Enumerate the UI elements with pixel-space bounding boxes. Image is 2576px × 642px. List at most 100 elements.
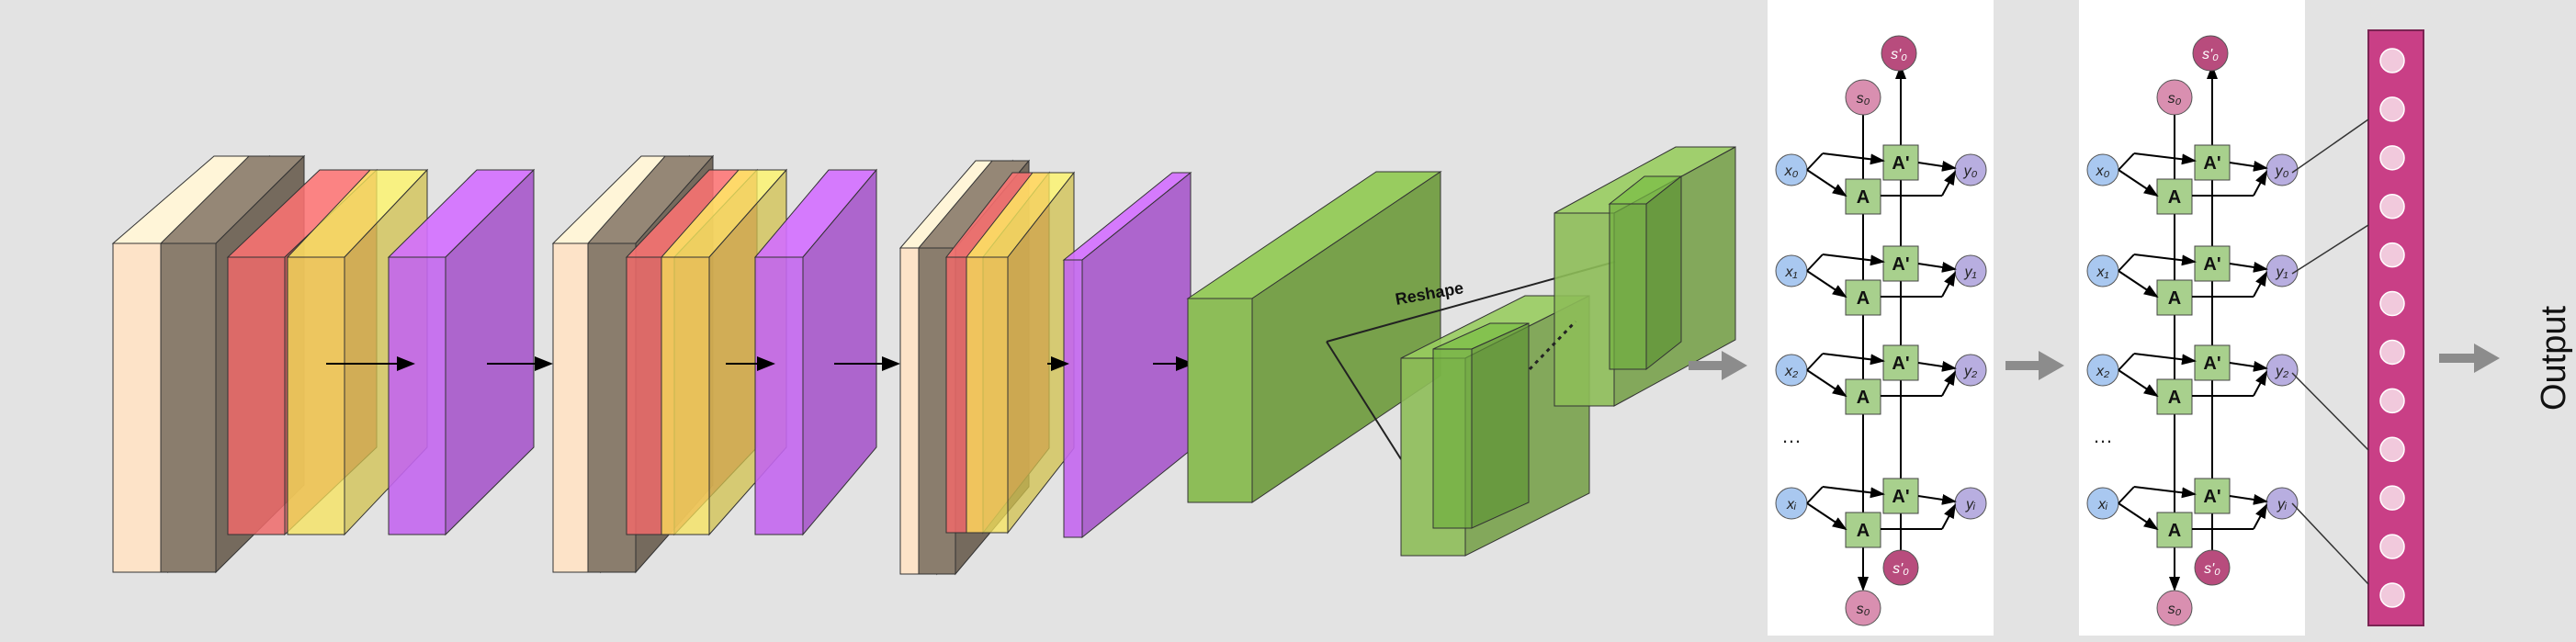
cell-r-0-1-label: A': [1892, 254, 1909, 275]
x-branch-1-2: [2118, 353, 2135, 371]
cell-a-1-0: A: [2156, 178, 2193, 215]
cell-r-0-1-rect: [1882, 245, 1919, 282]
x-to-r-0-3: [1822, 486, 1885, 499]
input-slab-1-front: [112, 242, 169, 573]
cell-a-1-2: A: [2156, 378, 2193, 415]
conv-yellow-3-front: [966, 256, 1009, 534]
cell-r-1-2-label: A': [2203, 354, 2220, 374]
node-y-1-0-label: y₀: [2275, 163, 2289, 179]
node-x-1-3: xᵢ: [2086, 487, 2119, 520]
node-x-0-2-label: x₂: [1784, 364, 1798, 379]
node-y-0-0: y₀: [1954, 153, 1987, 186]
output-node-4: [2379, 242, 2405, 268]
reshape-inner-a-side: [1471, 322, 1530, 529]
cell-a-0-3: A: [1845, 512, 1881, 548]
output-node-5: [2379, 290, 2405, 317]
x-to-r-1-3: [2133, 486, 2197, 499]
node-s-top-in-0-label: s₀: [1857, 91, 1870, 107]
dense-block-front: [1187, 298, 1253, 503]
x-to-r-0-1: [1822, 253, 1885, 266]
output-node-2: [2379, 145, 2405, 171]
gray-arrow-2-shaft: [2005, 361, 2039, 370]
cell-a-0-0: A: [1845, 178, 1881, 215]
a-to-y-1-3: [2253, 503, 2267, 530]
output-bar: [2367, 29, 2424, 626]
node-x-1-1-label: x₁: [2096, 265, 2108, 280]
conv-red-1-front: [227, 256, 286, 535]
node-y-0-1-label: y₁: [1963, 265, 1976, 280]
conv-yellow-1-front: [287, 256, 345, 535]
output-group: [1689, 29, 2500, 626]
output-node-7: [2379, 388, 2405, 414]
x-branch-0-1: [1806, 253, 1824, 272]
node-s-top-out-1: s'₀: [2192, 35, 2229, 72]
cell-a-0-3-rect: [1845, 512, 1881, 548]
node-y-0-0-label: y₀: [1963, 163, 1978, 179]
node-s-bottom-in-1-circle: [2194, 549, 2231, 586]
cell-r-1-1-label: A': [2203, 254, 2220, 275]
node-y-0-2: y₂: [1954, 354, 1987, 387]
node-x-1-2-label: x₂: [2096, 364, 2109, 379]
node-y-1-1: y₁: [2265, 254, 2299, 287]
output-link-0: [2291, 118, 2369, 174]
x-branch-1-3: [2118, 486, 2135, 504]
pool-purple-3-front: [1063, 259, 1083, 538]
node-y-1-2: y₂: [2265, 354, 2299, 387]
reshape-inner-b-side: [1645, 175, 1682, 371]
node-s-top-out-1-circle: [2192, 35, 2229, 72]
x-to-a-0-3: [1806, 502, 1847, 531]
cell-r-0-2: A': [1882, 344, 1919, 381]
gray-arrow-1-head: [1722, 351, 1747, 380]
node-x-0-0: x₀: [1775, 153, 1808, 186]
r-to-y-1-0: [2229, 160, 2268, 172]
node-s-top-in-0-circle: [1845, 79, 1881, 116]
cell-r-1-0-label: A': [2203, 153, 2220, 174]
gray-arrow-3: [2439, 344, 2500, 373]
node-x-1-0: x₀: [2086, 153, 2119, 186]
x-to-r-0-0: [1822, 152, 1885, 165]
output-node-6: [2379, 339, 2405, 366]
cell-a-0-1-label: A: [1857, 288, 1870, 309]
cell-r-1-3-label: A': [2203, 487, 2220, 507]
gray-arrow-3-shaft: [2439, 354, 2474, 363]
gray-arrow-1: [1689, 351, 1747, 380]
cell-r-1-2: A': [2194, 344, 2231, 381]
node-s-top-in-1-circle: [2156, 79, 2193, 116]
node-x-1-3-label: xᵢ: [2097, 497, 2108, 512]
node-s-bottom-out-0-circle: [1845, 590, 1881, 626]
node-s-bottom-in-1: s'₀: [2194, 549, 2231, 586]
cell-a-0-2-label: A: [1857, 388, 1870, 408]
output-link-3: [2291, 502, 2369, 585]
node-s-bottom-out-1: s₀: [2156, 590, 2193, 626]
node-s-bottom-out-0: s₀: [1845, 590, 1881, 626]
x-to-a-0-1: [1806, 270, 1847, 298]
cell-r-0-1: A': [1882, 245, 1919, 282]
node-y-1-0: y₀: [2265, 153, 2299, 186]
node-s-bottom-in-0-circle: [1882, 549, 1919, 586]
output-node-11: [2379, 582, 2405, 608]
gray-arrow-3-head: [2474, 344, 2500, 373]
node-x-1-1: x₁: [2086, 254, 2119, 287]
cell-a-0-1: A: [1845, 279, 1881, 316]
pool-purple-3: [1062, 171, 1192, 539]
cell-a-0-3-label: A: [1857, 521, 1870, 541]
node-x-0-1-label: x₁: [1784, 265, 1797, 280]
cell-a-1-3-rect: [2156, 512, 2193, 548]
cell-r-1-0: A': [2194, 144, 2231, 181]
cell-a-1-3: A: [2156, 512, 2193, 548]
cell-r-1-2-rect: [2194, 344, 2231, 381]
node-s-top-out-0: s'₀: [1881, 35, 1917, 72]
a-to-y-0-0: [1941, 170, 1956, 197]
node-s-bottom-in-0-label: s'₀: [1892, 561, 1909, 577]
a-to-y-0-2: [1941, 370, 1956, 397]
node-s-top-in-1: s₀: [2156, 79, 2193, 116]
node-s-bottom-out-1-label: s₀: [2168, 602, 2182, 617]
rnn-dots-1: …: [2093, 424, 2113, 447]
cell-a-1-1-rect: [2156, 279, 2193, 316]
x-to-r-1-2: [2133, 353, 2197, 366]
x-branch-0-2: [1806, 353, 1824, 371]
node-y-1-1-label: y₁: [2275, 265, 2288, 280]
x-to-a-0-0: [1806, 169, 1847, 197]
r-to-y-0-1: [1917, 261, 1957, 273]
